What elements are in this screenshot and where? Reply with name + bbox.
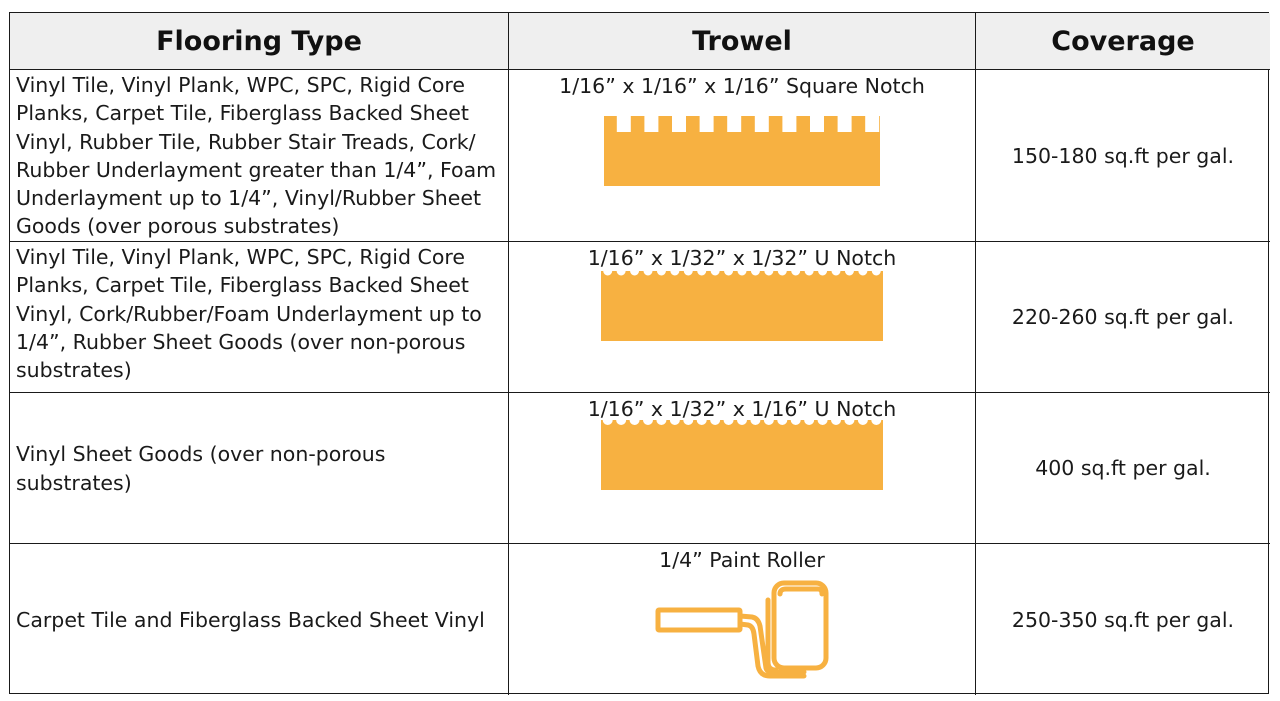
row-2-trowel-label: 1/16” x 1/32” x 1/32” U Notch [587, 246, 897, 270]
row-1-trowel-label: 1/16” x 1/16” x 1/16” Square Notch [559, 74, 925, 98]
row-1-coverage: 150-180 sq.ft per gal. [976, 70, 1270, 242]
row-1-trowel: 1/16” x 1/16” x 1/16” Square Notch [509, 70, 976, 242]
square-notch-trowel-icon [604, 116, 880, 186]
u-notch-trowel-icon [601, 271, 883, 341]
row-2-flooring: Vinyl Tile, Vinyl Plank, WPC, SPC, Rigid… [10, 242, 509, 393]
row-1-flooring: Vinyl Tile, Vinyl Plank, WPC, SPC, Rigid… [10, 70, 509, 242]
row-4-coverage: 250-350 sq.ft per gal. [1011, 607, 1235, 632]
row-3-trowel-label: 1/16” x 1/32” x 1/16” U Notch [587, 397, 897, 421]
row-3-trowel: 1/16” x 1/32” x 1/16” U Notch [509, 393, 976, 544]
row-2-coverage: 220-260 sq.ft per gal. [976, 242, 1270, 393]
row-4-trowel-label: 1/4” Paint Roller [659, 548, 825, 572]
row-3-flooring: Vinyl Sheet Goods (over non-porous subst… [10, 393, 509, 544]
header-coverage: Coverage [976, 13, 1270, 70]
adhesive-coverage-table: Flooring Type Trowel Coverage Vinyl Tile… [9, 12, 1270, 695]
u-notch-trowel-icon [601, 420, 883, 490]
row-3-coverage: 400 sq.ft per gal. [976, 393, 1270, 544]
header-flooring-type: Flooring Type [10, 13, 509, 70]
paint-roller-icon [655, 580, 829, 679]
row-4-trowel: 1/4” Paint Roller [509, 544, 976, 695]
header-trowel: Trowel [509, 13, 976, 70]
row-4-flooring: Carpet Tile and Fiberglass Backed Sheet … [10, 544, 509, 695]
row-2-trowel: 1/16” x 1/32” x 1/32” U Notch [509, 242, 976, 393]
